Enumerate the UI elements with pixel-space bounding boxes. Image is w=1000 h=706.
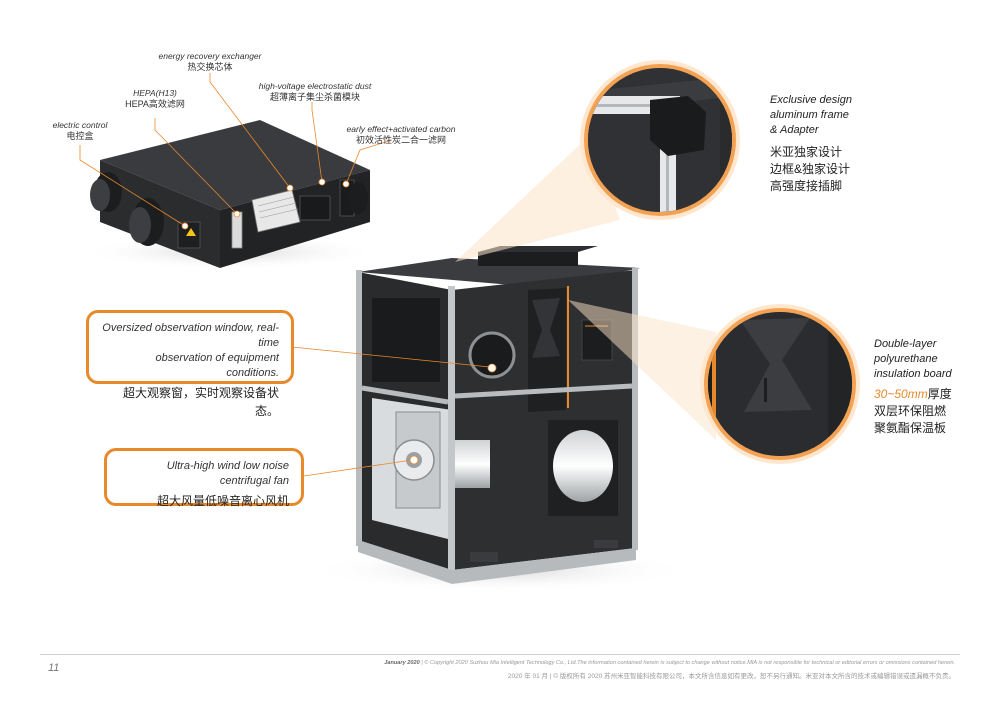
label-energy-recovery-en: energy recovery exchanger [158,51,262,61]
frame-desc-en3: & Adapter [770,124,819,136]
footer-date: January 2020 [384,660,420,666]
insulation-desc-cn2: 双层环保阻燃 [874,404,947,418]
footer-copyright-cn: 2020 年 01 月 | © 版权所有 2020 苏州米亚智能科技有限公司，本… [507,673,955,680]
insulation-thickness-label: 厚度 [927,387,952,401]
insulation-desc-en3: insulation board [874,368,952,380]
top-unit-leader-lines [79,73,393,230]
label-electrostatic-cn: 超薄离子集尘杀菌模块 [269,92,360,102]
callout-observation-window: Oversized observation window, real-time … [86,310,294,418]
label-hepa-cn: HEPA高效滤网 [125,99,185,109]
label-electric-control-en: electric control [52,120,108,130]
callout-observation-cn: 超大观察窗，实时观察设备状态。 [122,386,279,418]
label-hepa: HEPA(H13) HEPA高效滤网 [110,88,200,110]
vertical-ventilation-unit [310,246,690,592]
label-energy-recovery-cn: 热交换芯体 [187,62,233,72]
insulation-thickness-value: 30~50mm [874,387,928,401]
frame-desc-cn1: 米亚独家设计 [770,145,843,159]
insulation-desc-en1: Double-layer [874,338,937,350]
insulation-desc-en2: polyurethane [874,353,938,365]
frame-desc-en2: aluminum frame [770,109,849,121]
footer-copyright-en: January 2020 | © Copyright 2020 Suzhou M… [384,660,955,666]
footer-divider [40,654,960,655]
footer-copyright-en-text: | © Copyright 2020 Suzhou Mia Intelligen… [419,660,955,666]
frame-desc-cn3: 高强度接插脚 [770,179,843,193]
label-electric-control-cn: 电控盒 [66,131,94,141]
label-electrostatic-en: high-voltage electrostatic dust [258,81,372,91]
callout-fan-en: Ultra-high wind low noise centrifugal fa… [166,460,289,487]
label-electrostatic: high-voltage electrostatic dust 超薄离子集尘杀菌… [250,81,380,103]
label-energy-recovery: energy recovery exchanger 热交换芯体 [150,51,270,73]
frame-detail-bubble [455,60,740,262]
label-electric-control: electric control 电控盒 [40,120,120,142]
insulation-description: Double-layer polyurethane insulation boa… [874,337,974,437]
callout-centrifugal-fan: Ultra-high wind low noise centrifugal fa… [104,448,304,508]
horizontal-ventilation-unit [80,120,380,270]
main-unit-leader-lines [291,346,497,477]
insulation-thickness: 30~50mm厚度 [874,386,974,403]
insulation-detail-bubble [568,300,860,464]
callout-fan-cn: 超大风量低噪音离心风机 [156,494,289,508]
page-number: 11 [48,662,60,674]
label-carbon-en: early effect+activated carbon [346,124,456,134]
callout-observation-en1: Oversized observation window, real-time [102,322,279,349]
frame-desc-cn2: 边框&独家设计 [770,162,851,176]
label-carbon: early effect+activated carbon 初效活性炭二合一滤网 [336,124,466,146]
callout-observation-en2: observation of equipment conditions. [155,352,279,379]
label-hepa-en: HEPA(H13) [133,88,177,98]
insulation-desc-cn3: 聚氨酯保温板 [874,421,947,435]
frame-description: Exclusive design aluminum frame & Adapte… [770,93,900,195]
label-carbon-cn: 初效活性炭二合一滤网 [355,135,446,145]
frame-desc-en1: Exclusive design [770,94,852,106]
